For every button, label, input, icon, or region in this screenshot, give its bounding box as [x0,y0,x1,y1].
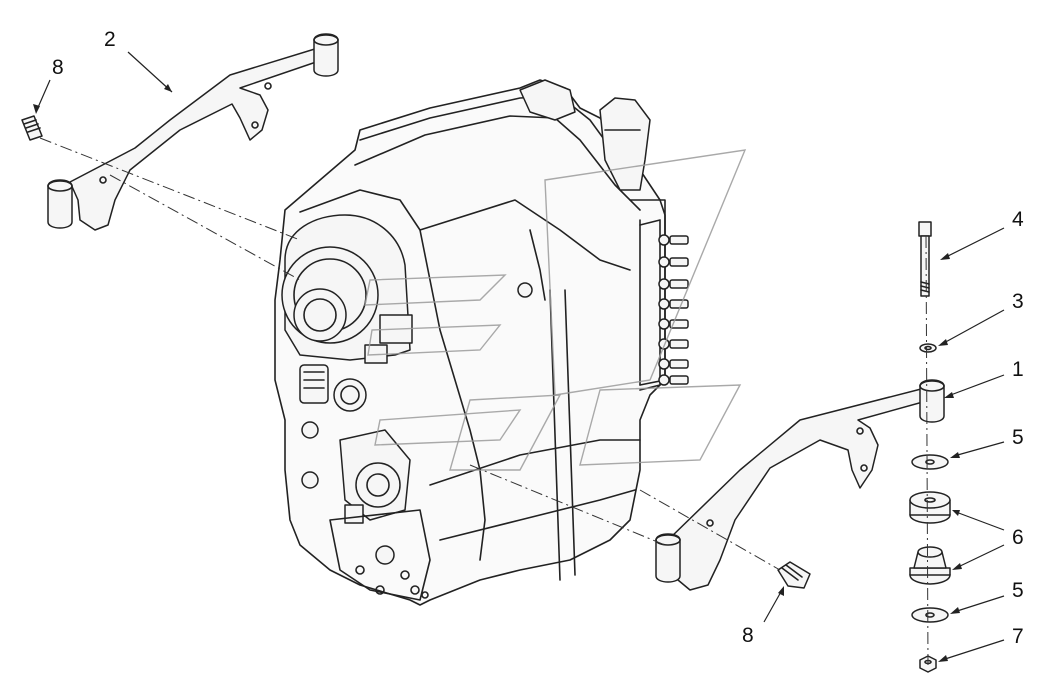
callout-4: 4 [1012,208,1024,231]
callout-7: 7 [1012,625,1024,648]
bracket-left-2 [47,33,339,231]
callout-5-lower: 5 [1012,579,1024,602]
mount-6-upper [909,491,951,524]
bolt-8-left [21,115,43,141]
callout-2: 2 [104,28,116,51]
callout-6: 6 [1012,526,1024,549]
valve-bank [639,219,689,391]
front-cover [281,214,533,601]
watermark-logo [364,149,747,471]
leader-lines [33,51,1005,662]
bracket-right-1 [655,379,945,591]
washer-5-upper [911,454,949,470]
assembly-centerlines [39,137,929,666]
bolt-8-lower [777,561,811,589]
mount-6-lower [909,546,951,585]
callout-3: 3 [1012,290,1024,313]
washer-5-lower [911,607,949,623]
bolt-4 [918,221,932,297]
callout-8-lower: 8 [742,624,754,647]
callout-1: 1 [1012,358,1024,381]
callout-5-upper: 5 [1012,426,1024,449]
callout-labels: 2 8 4 3 1 5 6 5 8 7 [52,28,1024,648]
washer-3 [919,343,937,353]
callout-8-left: 8 [52,56,64,79]
